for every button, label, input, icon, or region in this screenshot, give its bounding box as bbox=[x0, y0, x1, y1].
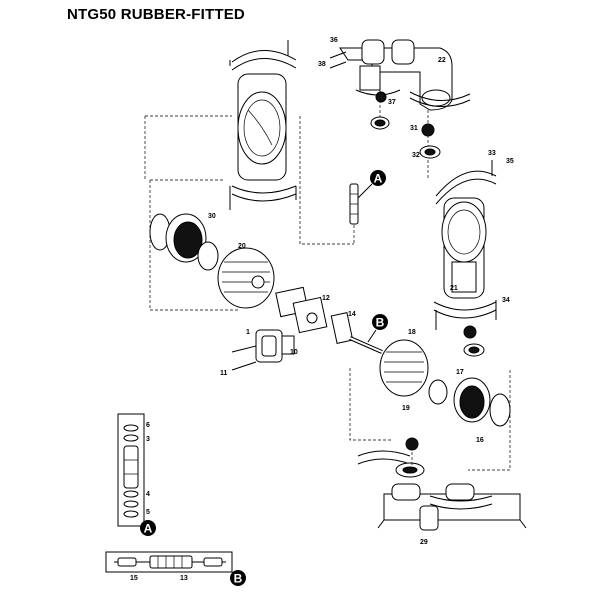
svg-text:B: B bbox=[376, 316, 385, 330]
label-17: 17 bbox=[456, 369, 464, 376]
svg-text:A: A bbox=[374, 172, 383, 186]
left-outer-chamber bbox=[229, 40, 297, 210]
center-block bbox=[231, 286, 354, 371]
top-manifold bbox=[329, 39, 471, 180]
label-31: 31 bbox=[410, 125, 418, 132]
svg-text:A: A bbox=[144, 522, 153, 536]
right-diaphragm-assembly bbox=[379, 339, 511, 427]
check-ball bbox=[405, 437, 419, 451]
label-37: 37 bbox=[388, 99, 396, 106]
bottom-manifold bbox=[357, 450, 527, 531]
check-ball bbox=[375, 91, 387, 103]
label-35: 35 bbox=[506, 158, 514, 165]
label-34: 34 bbox=[502, 297, 510, 304]
page-title: NTG50 RUBBER-FITTED bbox=[67, 6, 245, 23]
label-10: 10 bbox=[290, 349, 298, 356]
callout-b-center: B bbox=[367, 314, 388, 343]
check-ball bbox=[421, 123, 435, 137]
label-22: 22 bbox=[438, 57, 446, 64]
label-4: 4 bbox=[146, 491, 150, 498]
diaphragm-shaft bbox=[349, 336, 383, 354]
inset-b bbox=[105, 551, 233, 573]
check-ball bbox=[463, 325, 477, 339]
label-1: 1 bbox=[246, 329, 250, 336]
label-33: 33 bbox=[488, 150, 496, 157]
label-20: 20 bbox=[238, 243, 246, 250]
label-5: 5 bbox=[146, 509, 150, 516]
label-30: 30 bbox=[208, 213, 216, 220]
label-19: 19 bbox=[402, 405, 410, 412]
callout-a-inset: A bbox=[140, 520, 156, 536]
label-21: 21 bbox=[450, 285, 458, 292]
air-valve-spool bbox=[349, 183, 359, 225]
label-16: 16 bbox=[476, 437, 484, 444]
label-38: 38 bbox=[318, 61, 326, 68]
label-3: 3 bbox=[146, 436, 150, 443]
callout-b-inset: B bbox=[230, 570, 246, 586]
label-6: 6 bbox=[146, 422, 150, 429]
label-12: 12 bbox=[322, 295, 330, 302]
label-29: 29 bbox=[420, 539, 428, 546]
label-15: 15 bbox=[130, 575, 138, 582]
inset-a bbox=[117, 413, 145, 527]
callout-a-top: A bbox=[357, 170, 386, 199]
label-32: 32 bbox=[412, 152, 420, 159]
label-18: 18 bbox=[408, 329, 416, 336]
svg-text:B: B bbox=[234, 572, 243, 586]
part-labels: 36 38 22 37 31 32 33 35 30 20 21 34 12 1… bbox=[130, 37, 514, 582]
label-13: 13 bbox=[180, 575, 188, 582]
left-diaphragm-assembly bbox=[149, 213, 275, 309]
right-outer-chamber bbox=[433, 160, 497, 330]
label-36: 36 bbox=[330, 37, 338, 44]
label-14: 14 bbox=[348, 311, 356, 318]
label-11: 11 bbox=[220, 370, 228, 377]
